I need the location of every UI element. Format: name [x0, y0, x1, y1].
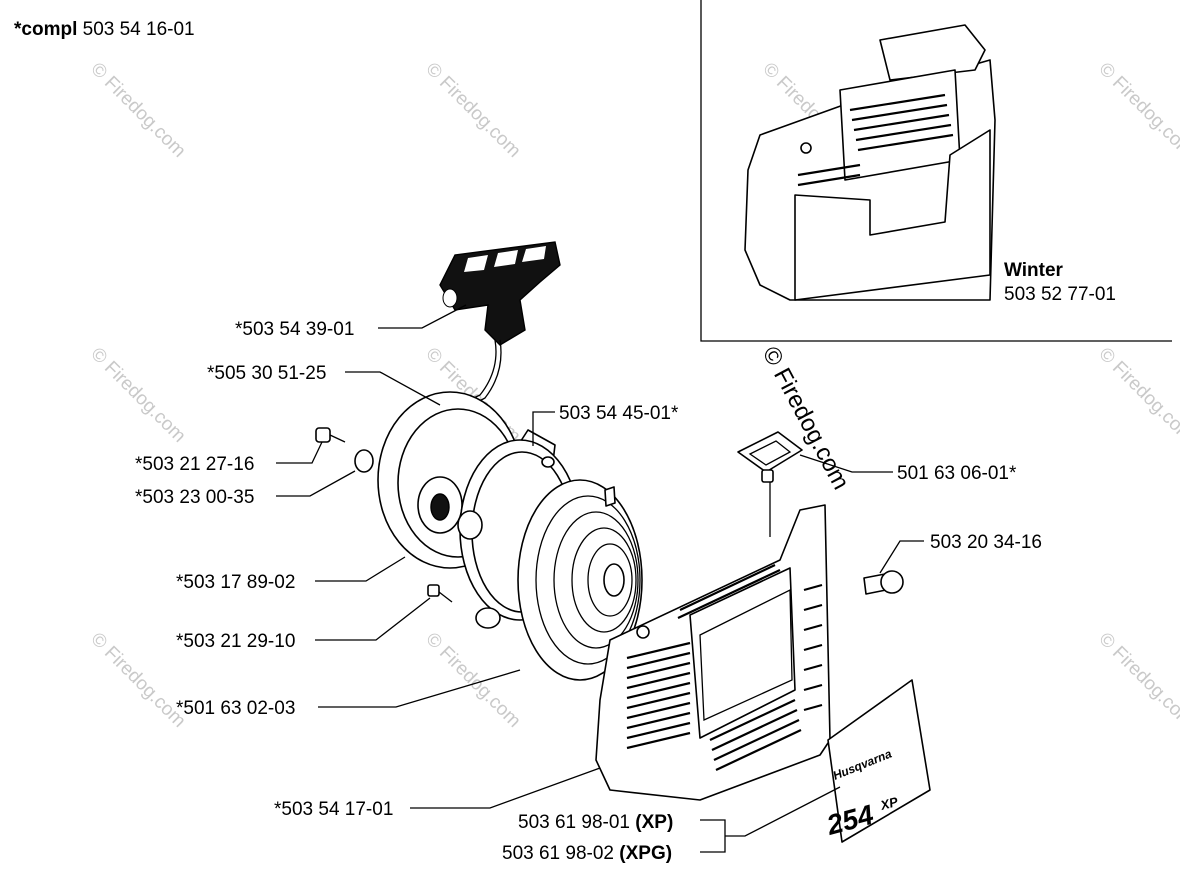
label-screw-b: *503 21 29-10 [176, 631, 295, 652]
label-decal-xp-variant: (XP) [635, 812, 673, 833]
assembly-number: *compl 503 54 16-01 [14, 19, 195, 40]
watermark-1: © Firedog.com [86, 59, 189, 162]
leader-lines [276, 304, 924, 853]
winter-cover-drawing [744, 24, 996, 301]
watermark-4: © Firedog.com [1094, 59, 1180, 162]
label-pulley: *503 17 89-02 [176, 572, 295, 593]
recoil-spring-drawing [517, 479, 643, 681]
label-screw-a: *503 21 27-16 [135, 454, 254, 475]
part-labels: *503 54 39-01 *505 30 51-25 *503 21 27-1… [135, 319, 1042, 864]
screw-b-drawing [427, 584, 453, 603]
starter-handle-drawing [439, 241, 561, 346]
label-washer: *503 23 00-35 [135, 487, 254, 508]
winter-inset: Winter 503 52 77-01 [700, 0, 1172, 342]
watermark-5: © Firedog.com [86, 344, 189, 447]
washer-drawing [354, 449, 374, 473]
winter-part-number: 503 52 77-01 [1004, 284, 1116, 305]
label-cover: *503 54 17-01 [274, 799, 393, 820]
grommet-drawing [737, 431, 803, 483]
label-cord: *505 30 51-25 [207, 363, 326, 384]
assembly-part-number: 503 54 16-01 [83, 19, 195, 40]
label-decal-xpg-variant: (XPG) [619, 843, 672, 864]
watermark-9: © Firedog.com [421, 629, 524, 732]
assembly-prefix: *compl [14, 19, 77, 40]
label-decal-xpg-number: 503 61 98-02 [502, 843, 614, 864]
label-handle: *503 54 39-01 [235, 319, 354, 340]
label-bolt: 503 20 34-16 [930, 532, 1042, 553]
decal-suffix: XP [878, 794, 900, 813]
decal-model: 254 [823, 799, 878, 841]
watermark-10: © Firedog.com [1094, 629, 1180, 732]
label-bracket: 503 54 45-01* [559, 403, 679, 424]
decal-drawing: Husqvarna 254 XP [823, 679, 931, 843]
inset-border [700, 0, 1172, 342]
label-grommet: 501 63 06-01* [897, 463, 1017, 484]
bolt-drawing [863, 570, 904, 595]
label-decal-xp-number: 503 61 98-01 [518, 812, 630, 833]
starter-cover-drawing [595, 504, 831, 801]
watermark-7: © Firedog.com [1094, 344, 1180, 447]
screw-a-drawing [315, 427, 346, 443]
label-decal-xp: 503 61 98-01 (XP) [518, 812, 673, 833]
label-decal-xpg: 503 61 98-02 (XPG) [502, 843, 672, 864]
watermark-8: © Firedog.com [86, 629, 189, 732]
winter-title: Winter [1004, 260, 1064, 281]
watermark-2: © Firedog.com [421, 59, 524, 162]
label-spring: *501 63 02-03 [176, 698, 295, 719]
